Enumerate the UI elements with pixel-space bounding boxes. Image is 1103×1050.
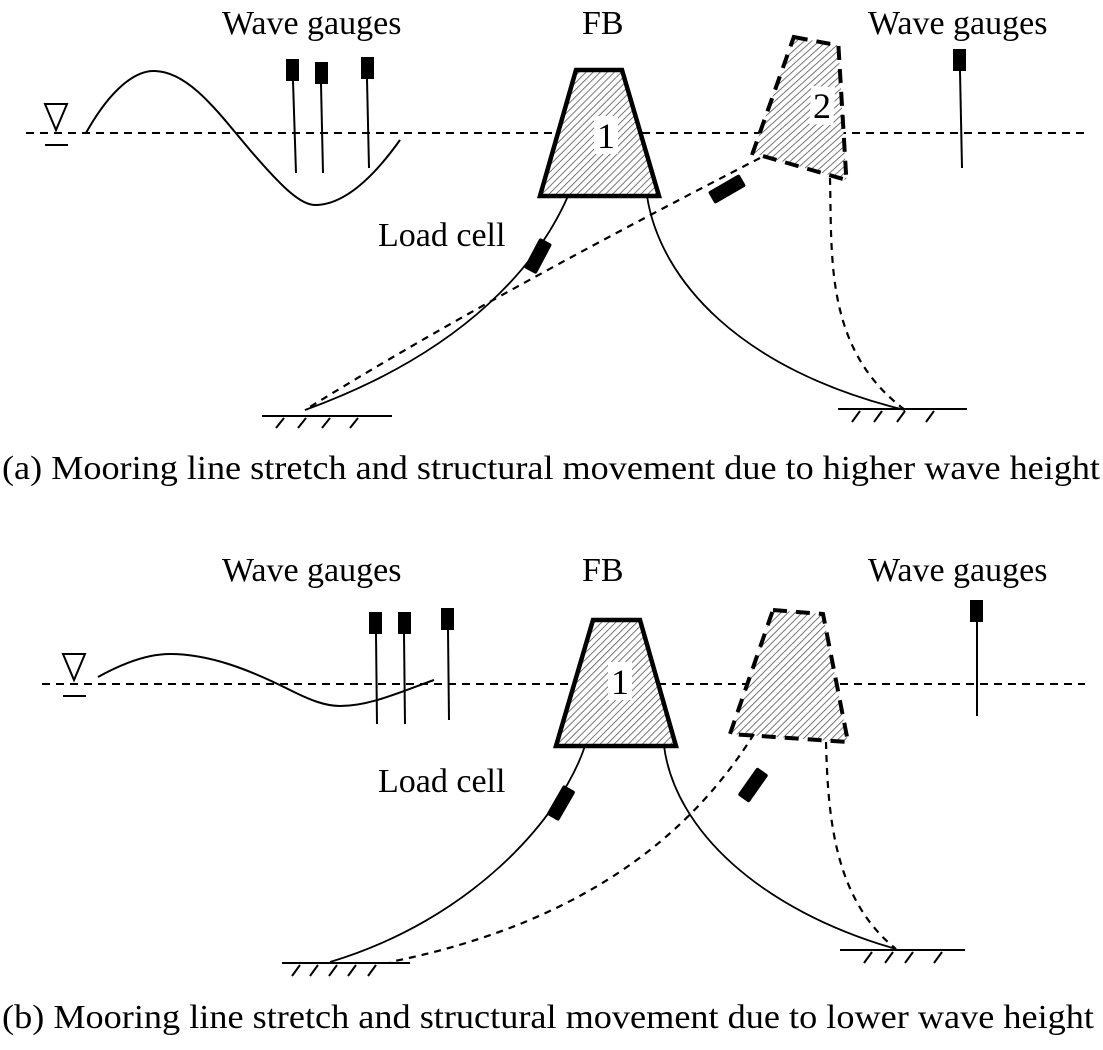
wave-gauge <box>398 612 411 725</box>
wave-gauge <box>953 49 966 169</box>
load-cell-icon <box>524 238 552 274</box>
load-cell-label: Load cell <box>378 217 505 254</box>
seabed-anchor-left-icon <box>262 415 392 429</box>
wave-gauges-right-label: Wave gauges <box>868 5 1047 42</box>
floating-body-position-2 <box>727 607 851 745</box>
wave-gauge <box>441 608 454 721</box>
mooring-line-stretched <box>389 733 755 964</box>
mooring-line-left <box>304 195 569 411</box>
mooring-line-right <box>646 195 906 411</box>
position-1-label: 1 <box>597 116 615 156</box>
seabed-anchor-left-icon <box>282 962 410 977</box>
load-cell-label: Load cell <box>378 763 505 800</box>
wave-gauges-right-label: Wave gauges <box>868 552 1047 589</box>
position-2-label: 2 <box>813 86 831 126</box>
wave-gauge <box>970 600 983 716</box>
mooring-line-slack <box>824 741 897 950</box>
mooring-line-slack <box>828 177 906 411</box>
load-cell-icon <box>708 174 746 204</box>
water-level-symbol-icon <box>43 103 69 146</box>
position-1-label: 1 <box>611 662 629 702</box>
panel-b: Wave gauges FB Wave gauges 1 Load cell <box>2 552 1095 1036</box>
fb-label: FB <box>582 552 624 589</box>
floating-body-position-2 <box>750 34 849 183</box>
caption-b: (b) Mooring line stretch and structural … <box>2 999 1095 1036</box>
wave-gauges-left-label: Wave gauges <box>222 552 401 589</box>
wave-profile <box>97 652 435 708</box>
seabed-anchor-right-icon <box>838 408 967 423</box>
seabed-anchor-right-icon <box>840 949 965 964</box>
fb-label: FB <box>582 5 624 42</box>
load-cell-icon <box>547 785 575 821</box>
wave-gauge <box>286 59 299 174</box>
wave-gauges-left-label: Wave gauges <box>222 5 401 42</box>
wave-profile <box>85 69 401 207</box>
wave-gauge <box>369 612 382 725</box>
mooring-line-right <box>663 745 897 950</box>
load-cell-icon <box>738 767 768 803</box>
wave-gauge <box>315 62 328 174</box>
mooring-line-stretched <box>304 157 761 411</box>
water-level-symbol-icon <box>61 653 87 697</box>
panel-a: Wave gauges FB Wave gauges 1 2 <box>2 5 1101 487</box>
caption-a: (a) Mooring line stretch and structural … <box>2 450 1101 487</box>
mooring-line-left <box>329 745 586 963</box>
wave-gauge <box>361 57 374 169</box>
